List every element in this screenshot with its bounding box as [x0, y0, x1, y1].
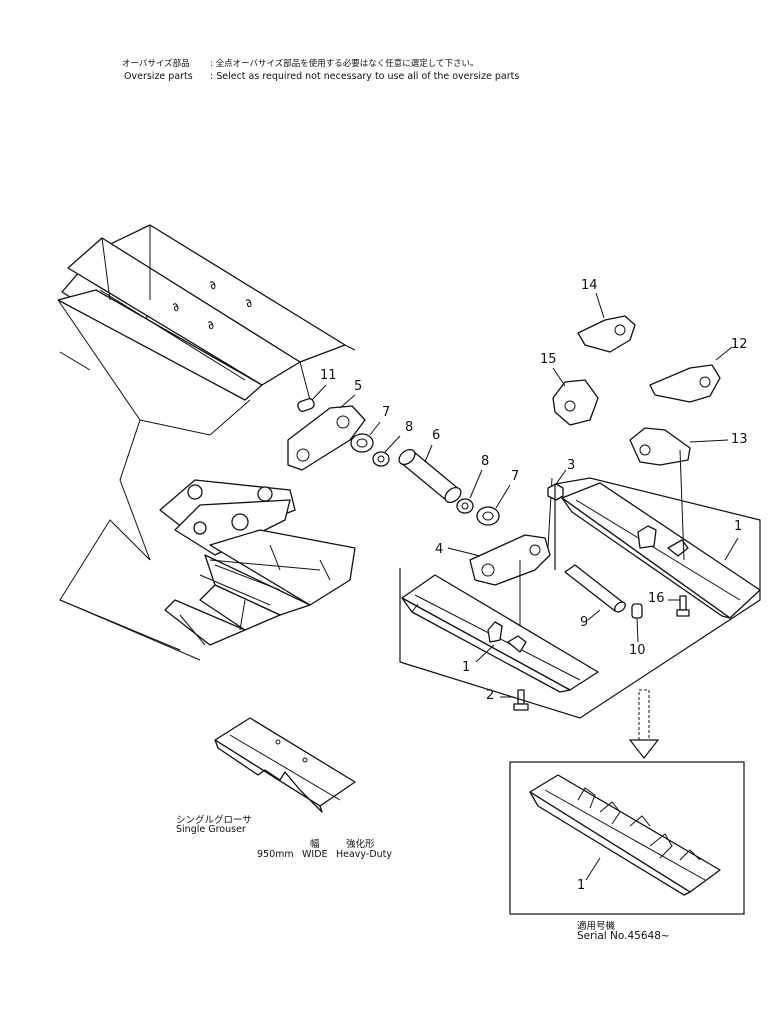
part-2-bolt — [500, 689, 529, 711]
part-16-bolt — [668, 595, 690, 617]
serial-number: Serial No.45648~ — [577, 930, 670, 942]
part-12-oversize-link — [649, 346, 733, 403]
part-13-oversize-link — [629, 427, 729, 561]
callout-9: 9 — [580, 615, 589, 630]
oversize-en-label: Oversize parts — [124, 71, 193, 82]
single-grouser-en: Single Grouser — [176, 824, 246, 835]
callout-2: 2 — [486, 688, 495, 703]
heavy-duty-jp: 強化形 — [346, 839, 375, 850]
heavy-duty-label: Heavy-Duty — [336, 849, 392, 860]
callout-12: 12 — [731, 337, 748, 352]
part-7-seal-left — [350, 421, 381, 453]
callout-6: 6 — [432, 428, 441, 443]
callout-8-right: 8 — [481, 454, 490, 469]
single-grouser-shoe — [214, 717, 356, 813]
callout-13: 13 — [731, 432, 748, 447]
part-5-link — [287, 394, 366, 471]
width-value: 950mm — [257, 849, 294, 860]
callout-1-upper: 1 — [734, 519, 743, 534]
callout-5: 5 — [354, 379, 363, 394]
callout-14: 14 — [581, 278, 598, 293]
callout-15: 15 — [540, 352, 557, 367]
part-11-pin — [297, 384, 327, 412]
single-grouser-jp: シングルグローサ — [176, 815, 252, 826]
callout-7-left: 7 — [382, 405, 391, 420]
callout-1-lower: 1 — [462, 660, 471, 675]
serial-shoe-box — [509, 761, 745, 915]
part-14-oversize-link — [577, 292, 636, 353]
serial-jp: 適用号機 — [577, 921, 616, 932]
callout-11: 11 — [320, 368, 337, 383]
part-7-seal-right — [476, 484, 511, 526]
callout-8-left: 8 — [405, 420, 414, 435]
part-8-spacer-left — [372, 435, 401, 467]
part-3-nut — [547, 469, 567, 501]
shoe-plate-group — [399, 477, 761, 719]
part-9-pin — [564, 564, 626, 621]
oversize-en-note: : Select as required not necessary to us… — [210, 71, 520, 82]
part-6-bushing — [398, 444, 462, 504]
width-jp: 幅 — [310, 839, 320, 850]
part-15-oversize-link — [552, 367, 599, 426]
callout-16: 16 — [648, 591, 665, 606]
part-10-bushing — [631, 603, 643, 643]
callout-4: 4 — [435, 542, 444, 557]
callout-7-right: 7 — [511, 469, 520, 484]
arrow-down-icon — [628, 689, 660, 759]
part-8-spacer-right — [456, 469, 483, 514]
wide-label: WIDE — [302, 849, 328, 860]
track-shoe-assembly: ∂ ∂ ∂ ∂ — [57, 224, 356, 661]
callout-1-serial: 1 — [577, 878, 586, 893]
oversize-jp-label: オーバサイズ部品 — [122, 59, 190, 69]
oversize-jp-note: : 全点オーバサイズ部品を使用する必要はなく任意に選定して下さい。 — [210, 59, 479, 69]
callout-3: 3 — [567, 458, 576, 473]
callout-10: 10 — [629, 643, 646, 658]
